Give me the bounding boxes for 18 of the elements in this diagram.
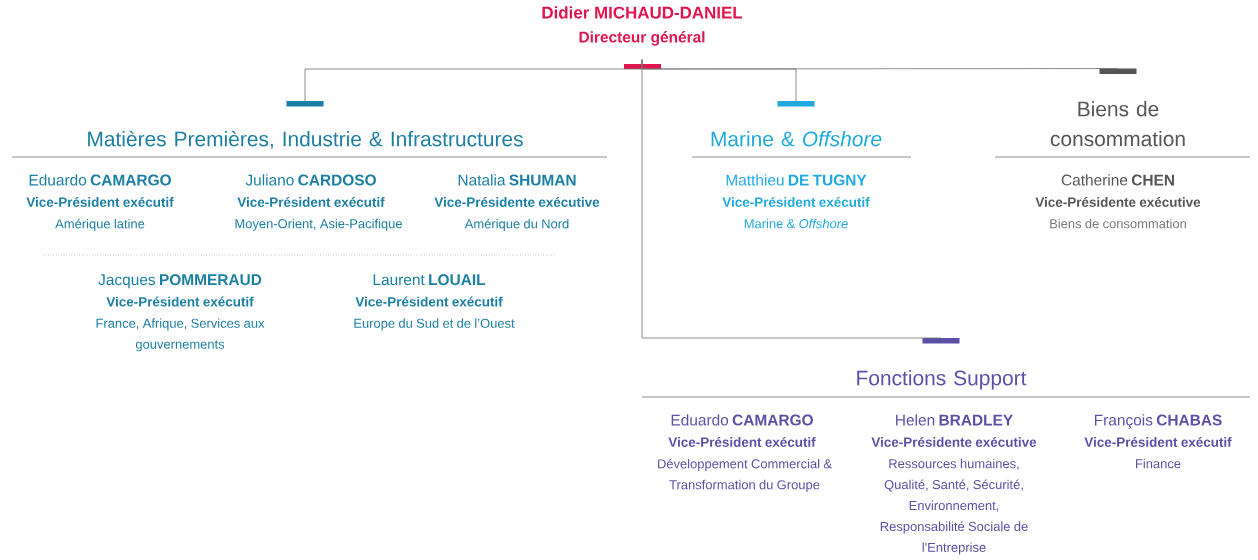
person-entry: Eduardo CAMARGO Vice-Président exécutif Amérique latine [26, 174, 174, 231]
person-entry: Laurent LOUAIL Vice-Président exécutif Europe du Sud et de l’Ouest [354, 274, 515, 331]
person-entry: Jacques POMMERAUD Vice-Président exécutif France, Afrique, Services aux gouvernements [96, 274, 265, 352]
node-label: Directeur général [579, 31, 705, 46]
director-entry: Didier MICHAUD-DANIEL Directeur général [542, 6, 743, 69]
person-entry: Eduardo CAMARGO Vice-Président exécutif Développement Commercial & Transformation du Groupe [658, 414, 832, 492]
node-label: Didier MICHAUD-DANIEL [542, 6, 743, 19]
person-entry: Helen BRADLEY Vice-Présidente exécutive Ressources humaines, Qualité, Santé, Sécurité, Environnement, Responsabilité Sociale de l'Entreprise [871, 414, 1037, 555]
division-heading: Biens de consommation [994, 68, 1251, 158]
division-heading: Marine & Offshore [691, 101, 912, 158]
person-entry: Juliano CARDOSO Vice-Président exécutif Moyen-Orient, Asie-Pacifique [235, 174, 402, 231]
connector-line [641, 59, 942, 339]
person-entry: Matthieu DE TUGNY Vice-Président exécutif Marine & Offshore [722, 174, 870, 229]
person-entry: Natalia SHUMAN Vice-Présidente exécutive Amérique du Nord [434, 174, 600, 231]
person-entry: Catherine CHEN Vice-Présidente exécutive Biens de consommation [1035, 174, 1201, 229]
division-heading: Fonctions Support [641, 338, 1251, 398]
division-heading: Matières Premières, Industrie & Infrastructures [11, 101, 608, 158]
person-entry: François CHABAS Vice-Président exécutif Finance [1084, 414, 1232, 469]
